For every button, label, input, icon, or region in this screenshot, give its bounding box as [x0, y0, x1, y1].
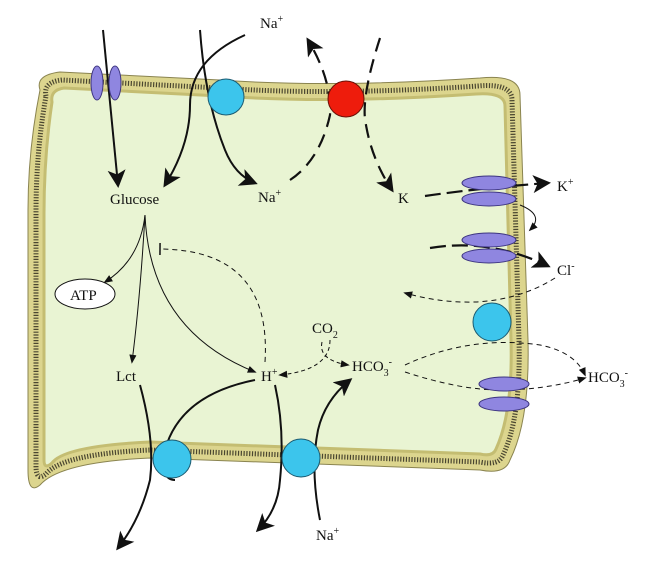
label-cl-out: Cl-	[557, 261, 575, 279]
arrow-co2-to-hco3	[321, 341, 350, 368]
glucose-channel	[90, 65, 122, 101]
cl-channel	[461, 232, 517, 264]
arrow-hco3-out-lower	[404, 371, 587, 391]
label-na-inside: Na+	[258, 188, 282, 206]
arrow-glucose-channel	[102, 29, 126, 188]
arrow-co2-to-h	[278, 339, 331, 378]
arrow-na-pump-out	[289, 37, 332, 181]
label-hco3-outside: HCO3-	[588, 368, 628, 390]
label-atp: ATP	[70, 288, 97, 304]
label-co2: CO2	[312, 321, 338, 341]
label-h-plus: H+	[261, 367, 278, 385]
arrow-cl-out	[429, 244, 551, 268]
label-na-top: Na+	[260, 14, 284, 32]
k-channel	[461, 175, 517, 207]
arrow-na-symporter	[199, 29, 258, 186]
atp-bubble	[54, 278, 116, 310]
label-glucose: Glucose	[110, 192, 159, 208]
label-na-bottom: Na+	[316, 526, 340, 544]
arrow-k-pump-in	[363, 37, 394, 193]
arrow-h-out-right	[255, 384, 283, 533]
arrow-glucose-symporter	[163, 34, 246, 188]
lactate-h-symporter	[152, 439, 192, 479]
arrow-glucose-to-h	[144, 214, 257, 373]
arrow-glucose-to-lct	[129, 214, 146, 364]
label-hco3-inside: HCO3-	[352, 357, 392, 379]
inhibition-h-to-glucose	[159, 242, 266, 363]
arrow-hco3-out-upper	[404, 342, 586, 377]
cl-hco3-exchanger	[472, 302, 512, 342]
label-k-inside: K	[398, 191, 409, 207]
arrow-na-in-bottom	[313, 378, 353, 521]
arrow-k-to-cl	[519, 204, 538, 232]
membrane-lipid-tails	[33, 77, 522, 480]
label-lct: Lct	[116, 369, 137, 385]
na-glucose-symporter	[207, 78, 245, 116]
hco3-channel	[478, 376, 530, 412]
arrow-lct-out	[116, 384, 153, 551]
arrow-glucose-to-atp	[103, 214, 146, 283]
arrow-cl-exchange-in	[403, 277, 556, 303]
cell-membrane	[27, 71, 529, 489]
na-h-exchanger	[281, 438, 321, 478]
label-k-out: K+	[557, 177, 574, 195]
cytoplasm	[42, 86, 513, 468]
na-k-pump	[327, 80, 365, 118]
